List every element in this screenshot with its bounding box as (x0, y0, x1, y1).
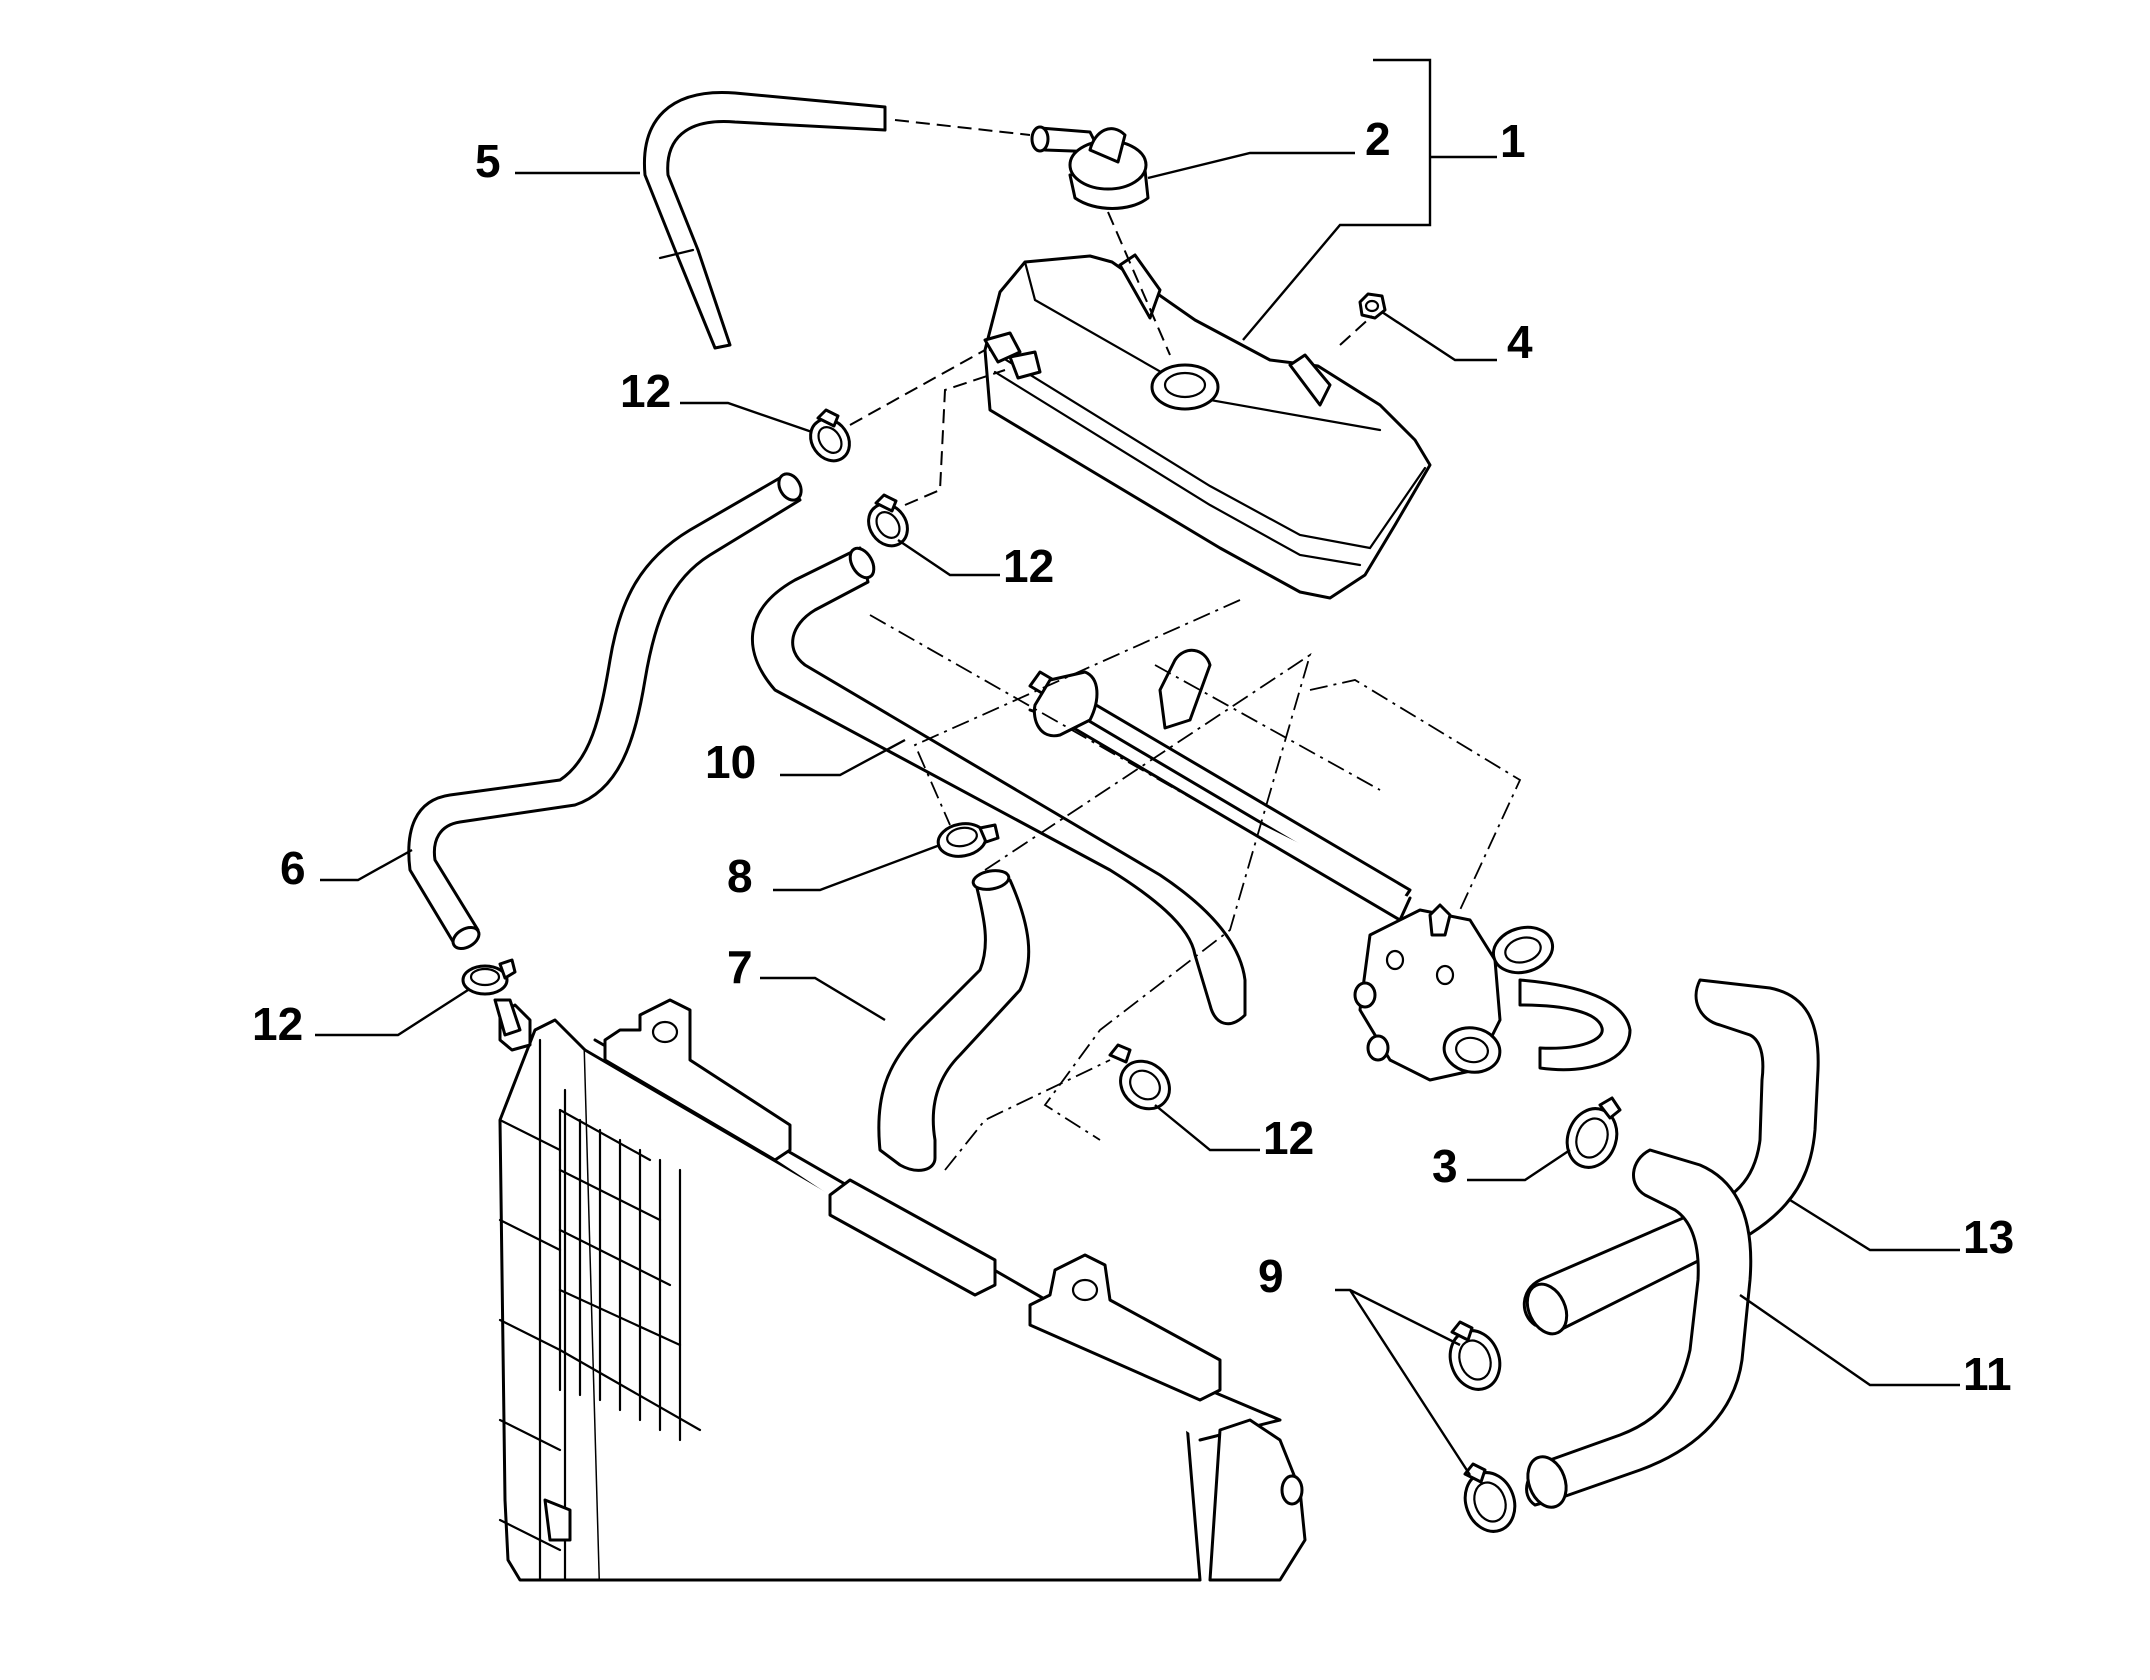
leader-4 (1381, 310, 1497, 362)
radiator (498, 998, 1307, 1582)
part-8-clamp (936, 822, 1000, 858)
callout-12-upper: 12 (620, 365, 671, 417)
callout-4: 4 (1507, 316, 1533, 368)
callout-12-middle: 12 (1003, 540, 1054, 592)
part-12-clamp-lower (1108, 1043, 1171, 1111)
callout-9: 9 (1258, 1250, 1284, 1302)
callout-labels: 1 2 4 5 12 12 10 8 6 7 12 12 3 13 9 11 (252, 113, 2014, 1400)
part-6-radiator-hose (407, 472, 803, 950)
part-9-clamp-upper (1448, 1320, 1502, 1391)
leader-10 (780, 738, 906, 777)
callout-10: 10 (705, 736, 756, 788)
part-9-clamp-lower (1463, 1462, 1517, 1533)
leader-8 (773, 843, 941, 892)
leader-7 (760, 976, 886, 1022)
part-12-clamp-radiator (461, 958, 522, 1037)
leader-6 (320, 848, 413, 882)
callout-8: 8 (727, 850, 753, 902)
part-11-lower-hose (1525, 1148, 1753, 1509)
thermostat-housing (1353, 903, 1632, 1082)
part-12-clamp-middle (867, 493, 909, 548)
leader-12a (680, 401, 813, 434)
radiator-fins (498, 1108, 702, 1552)
leader-1 (1242, 58, 1432, 341)
callout-1: 1 (1500, 115, 1526, 167)
callout-11: 11 (1963, 1348, 2012, 1400)
leader-13 (1789, 1198, 1960, 1252)
part-10-pipe-assembly (751, 546, 1412, 1026)
leader-lines (315, 58, 1960, 1476)
part-13-upper-hose (1522, 978, 1820, 1336)
part-3-clamp (1565, 1096, 1622, 1169)
leader-2 (1147, 151, 1355, 180)
callout-12-lower: 12 (1263, 1112, 1314, 1164)
assembly-dashed-lines (849, 119, 1522, 1171)
part-4-nut (1358, 292, 1387, 320)
part-1-expansion-tank (983, 253, 1432, 600)
callout-12-radiator: 12 (252, 998, 303, 1050)
callout-6: 6 (280, 842, 306, 894)
part-5-overflow-hose (642, 90, 887, 350)
part-2-filler-cap (1030, 125, 1150, 210)
part-7-short-hose (877, 869, 1031, 1172)
leader-9 (1335, 1288, 1472, 1476)
callout-3: 3 (1432, 1140, 1458, 1192)
callout-13: 13 (1963, 1211, 2014, 1263)
leader-12c (315, 988, 469, 1037)
callout-2: 2 (1365, 113, 1391, 165)
leader-3 (1467, 1149, 1571, 1182)
leader-12b (897, 539, 1000, 577)
callout-5: 5 (475, 135, 501, 187)
callout-7: 7 (727, 941, 753, 993)
part-12-clamp-upper (809, 408, 851, 463)
leader-11 (1739, 1294, 1960, 1387)
leader-12d (1154, 1104, 1260, 1152)
